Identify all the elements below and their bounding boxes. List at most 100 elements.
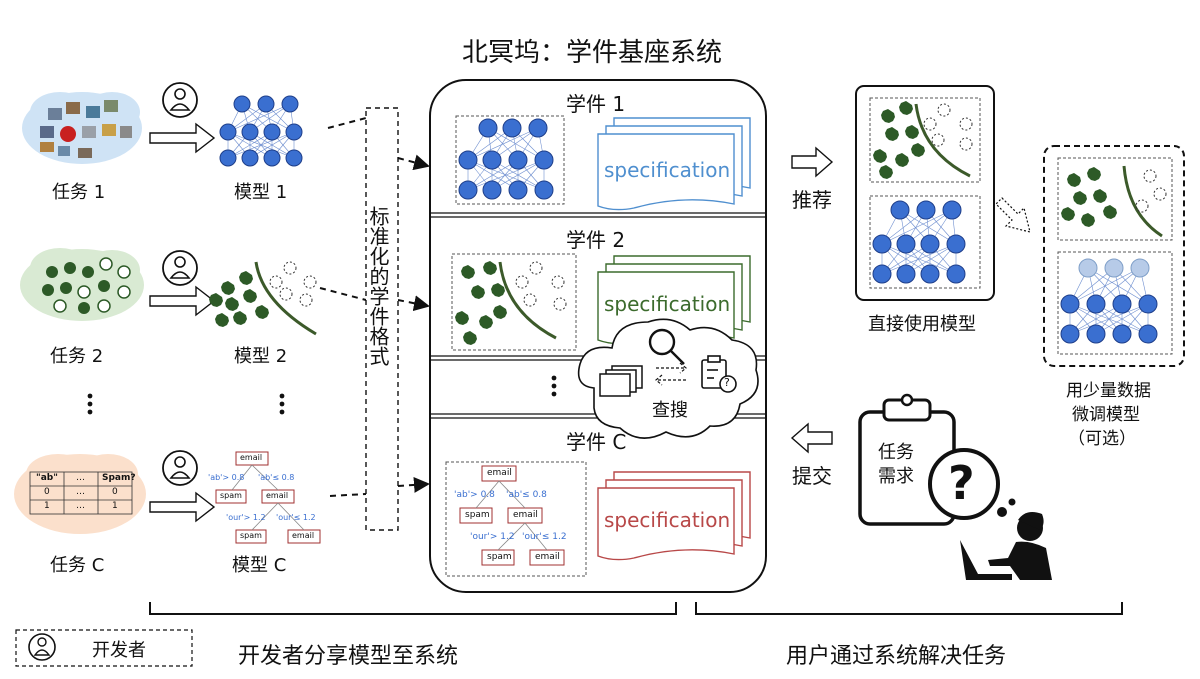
modelc-decision-tree	[215, 451, 321, 544]
tree-node: email	[240, 453, 263, 462]
finetune-neural-network	[1060, 258, 1158, 344]
direct-use-label: 直接使用模型	[868, 314, 976, 335]
direct-use-nn-frame	[869, 195, 981, 289]
submit-label: 提交	[792, 464, 832, 488]
hollow-arrow-right-icon	[149, 122, 216, 154]
tree-node: email	[266, 491, 289, 500]
table-cell: 0	[112, 487, 118, 497]
learnware1-neural-network	[458, 118, 554, 200]
tree-condition: 'ab'> 0.8	[208, 473, 245, 482]
magnifier-icon	[648, 328, 685, 365]
task-label: 任务 1	[52, 182, 106, 203]
taskc-table-cloud	[14, 454, 146, 534]
learnware2-classifier	[455, 261, 567, 345]
tree-condition: 'ab'≤ 0.8	[506, 490, 547, 500]
learnware2-model-frame	[451, 253, 577, 351]
task-label: 任务 C	[50, 555, 105, 576]
tree-condition: 'our'≤ 1.2	[522, 532, 567, 542]
finetune-label: 用少量数据	[1066, 381, 1151, 401]
learnware2-specification-doc	[597, 255, 751, 345]
tree-condition: 'ab'≤ 0.8	[258, 473, 295, 482]
hollow-arrow-right-icon	[149, 285, 216, 317]
learnwarec-decision-tree	[459, 465, 565, 566]
tree-condition: 'our'≤ 1.2	[276, 513, 316, 522]
recommend-arrow-icon	[791, 146, 834, 178]
tree-node: spam	[240, 531, 262, 540]
search-label: 查搜	[652, 400, 688, 421]
caption-right: 用户通过系统解决任务	[786, 644, 1007, 669]
developer-icon	[162, 82, 198, 118]
tree-node: spam	[465, 510, 490, 520]
specification-label: specification	[604, 508, 731, 532]
clipboard-question-icon	[701, 355, 737, 393]
model-label: 模型 C	[232, 555, 287, 576]
requirement-label: 需求	[878, 466, 914, 487]
finetune-nn-frame	[1057, 251, 1173, 355]
question-mark: ?	[724, 376, 730, 389]
tree-node: email	[292, 531, 315, 540]
tree-node: email	[535, 552, 560, 562]
specification-label: specification	[604, 158, 731, 182]
tree-condition: 'our'> 1.2	[470, 532, 515, 542]
table-cell: 1	[44, 501, 50, 511]
ellipsis-dots	[551, 375, 557, 397]
learnwarec-specification-doc	[597, 471, 751, 561]
developer-icon	[162, 450, 198, 486]
right-bracket	[695, 602, 1123, 615]
learnware1-specification-doc	[597, 117, 751, 211]
submit-arrow-icon	[790, 422, 833, 454]
task-label: 任务 2	[50, 346, 104, 367]
document-stack-icon	[599, 365, 643, 397]
tree-node: spam	[487, 552, 512, 562]
thought-bubbles	[997, 498, 1016, 517]
person-at-laptop-icon	[960, 512, 1052, 580]
task1-image-cloud	[22, 92, 142, 164]
table-cell: …	[76, 487, 85, 497]
page-title: 北冥坞：学件基座系统	[462, 38, 723, 68]
table-header: …	[76, 473, 85, 483]
tree-condition: 'ab'> 0.8	[454, 490, 495, 500]
table-cell: …	[76, 501, 85, 511]
direct-use-classifier-frame	[869, 97, 981, 183]
legend-label: 开发者	[92, 640, 146, 661]
standard-format-label: 标准化的学件格式	[366, 206, 390, 366]
dashed-connectors	[319, 117, 430, 497]
finetune-label: （可选）	[1068, 429, 1136, 449]
learnwarec-model-frame	[445, 461, 587, 577]
tree-node: spam	[220, 491, 242, 500]
left-bracket	[149, 602, 677, 615]
tree-condition: 'our'> 1.2	[226, 513, 266, 522]
table-cell: 1	[112, 501, 118, 511]
learnware1-model-frame	[455, 115, 565, 205]
standard-format-box	[365, 107, 399, 531]
table-header: Spam?	[102, 473, 136, 483]
caption-left: 开发者分享模型至系统	[238, 644, 459, 669]
learnware-label: 学件 1	[566, 92, 626, 116]
finetune-arrow-icon	[995, 197, 1031, 233]
finetune-classifier	[1061, 165, 1167, 238]
question-mark-icon	[928, 448, 1000, 520]
direct-use-classifier	[873, 101, 973, 179]
hollow-arrow-right-icon	[149, 491, 216, 523]
search-cloud	[577, 318, 759, 439]
developer-icon	[162, 250, 198, 286]
finetune-classifier-frame	[1057, 157, 1173, 241]
model1-neural-network	[219, 95, 303, 167]
task2-dots-cloud	[20, 248, 144, 321]
model-label: 模型 1	[234, 182, 288, 203]
model-label: 模型 2	[234, 346, 288, 367]
finetune-label: 微调模型	[1072, 405, 1140, 425]
tree-node: email	[487, 468, 512, 478]
direct-use-neural-network	[872, 200, 966, 284]
specification-label: specification	[604, 292, 731, 316]
table-cell: 0	[44, 487, 50, 497]
question-mark-glyph: ?	[948, 456, 975, 510]
requirement-label: 任务	[878, 442, 914, 463]
table-header: "ab"	[36, 473, 58, 483]
swap-arrows-icon	[655, 362, 687, 386]
learnware-label: 学件 2	[566, 228, 626, 252]
recommend-label: 推荐	[792, 188, 832, 212]
legend-developer-icon	[28, 633, 56, 661]
model2-classifier	[209, 261, 317, 336]
ellipsis-dots	[87, 393, 285, 415]
